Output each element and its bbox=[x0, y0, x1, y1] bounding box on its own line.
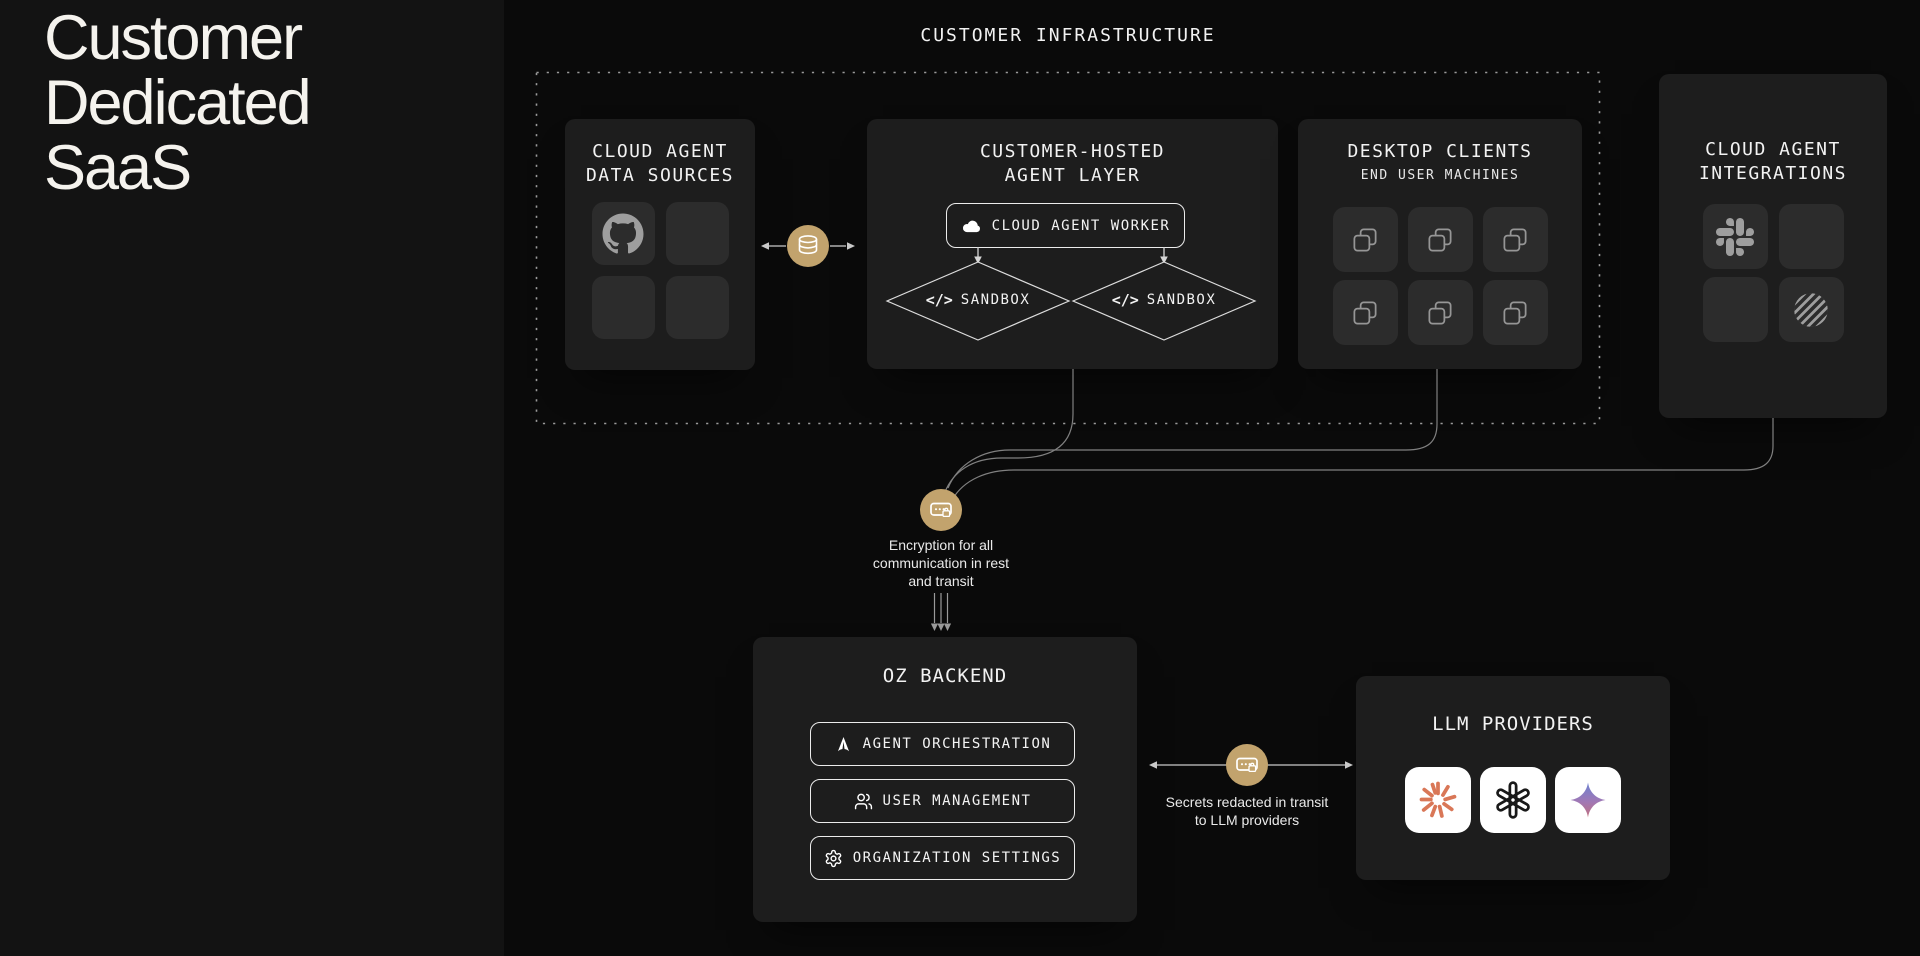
card-cloud-agent-data-sources: CLOUD AGENT DATA SOURCES bbox=[565, 119, 755, 370]
arrowhead-down bbox=[930, 623, 939, 631]
orchestration-delta-icon bbox=[837, 736, 849, 751]
window-icon bbox=[1428, 301, 1452, 324]
card-title-line: CLOUD AGENT bbox=[1705, 139, 1841, 160]
card-title: LLM PROVIDERS bbox=[1432, 713, 1594, 735]
card-oz-backend: OZ BACKEND AGENT ORCHESTRATION USER MANA… bbox=[753, 637, 1137, 922]
database-icon bbox=[798, 235, 818, 255]
annotation-line: communication in rest bbox=[872, 555, 1010, 571]
card-title: CLOUD AGENT DATA SOURCES bbox=[565, 140, 755, 188]
window-icon bbox=[1353, 301, 1377, 324]
user-management-pill: USER MANAGEMENT bbox=[810, 779, 1075, 823]
card-title: OZ BACKEND bbox=[882, 665, 1008, 687]
desktop-client-tile bbox=[1482, 280, 1548, 345]
openai-icon bbox=[1496, 781, 1530, 819]
encryption-node bbox=[920, 489, 962, 531]
card-title-line: INTEGRATIONS bbox=[1698, 163, 1848, 184]
encryption-annotation: Encryption for all communication in rest… bbox=[811, 536, 1071, 590]
agent-orchestration-pill: AGENT ORCHESTRATION bbox=[810, 722, 1075, 766]
user-management-label: USER MANAGEMENT bbox=[882, 793, 1032, 809]
integration-tile bbox=[1702, 204, 1768, 269]
card-title: CUSTOMER-HOSTED AGENT LAYER bbox=[867, 140, 1278, 188]
connector-encryption-oz-backend bbox=[933, 593, 949, 623]
integration-tiles bbox=[1659, 204, 1887, 342]
connector-infrastructure-encryption bbox=[944, 369, 1774, 501]
data-source-tile-empty bbox=[665, 276, 729, 339]
llm-provider-tiles bbox=[1356, 767, 1670, 833]
encryption-lock-icon bbox=[930, 502, 952, 518]
sandbox-node: </> SANDBOX bbox=[887, 291, 1069, 309]
card-llm-providers: LLM PROVIDERS bbox=[1356, 676, 1670, 880]
github-icon bbox=[602, 213, 644, 254]
llm-provider-tile bbox=[1405, 767, 1471, 833]
linear-icon bbox=[1794, 292, 1828, 327]
sandbox-label: SANDBOX bbox=[960, 292, 1031, 308]
sidebar: Customer Dedicated SaaS bbox=[0, 0, 504, 956]
window-icon bbox=[1428, 228, 1452, 251]
integration-tile-empty bbox=[1702, 277, 1768, 342]
card-title: CLOUD AGENT INTEGRATIONS bbox=[1659, 138, 1887, 186]
arrowhead-left bbox=[1149, 761, 1157, 769]
infrastructure-heading: CUSTOMER INFRASTRUCTURE bbox=[920, 25, 1216, 46]
annotation-line: to LLM providers bbox=[1194, 812, 1300, 828]
desktop-client-tile bbox=[1332, 280, 1398, 345]
data-source-tile bbox=[591, 202, 655, 265]
database-sync-node bbox=[787, 225, 829, 267]
data-source-tiles bbox=[565, 202, 755, 339]
card-title-line: DATA SOURCES bbox=[585, 165, 735, 186]
cloud-agent-worker-label: CLOUD AGENT WORKER bbox=[991, 217, 1171, 234]
page-title-line: SaaS bbox=[44, 133, 192, 203]
window-icon bbox=[1503, 228, 1527, 251]
desktop-client-tile bbox=[1332, 207, 1398, 272]
data-source-tile-empty bbox=[665, 202, 729, 265]
window-icon bbox=[1353, 228, 1377, 251]
users-icon bbox=[854, 793, 872, 809]
arrowhead-right bbox=[847, 242, 855, 250]
arrowhead-down bbox=[937, 623, 945, 631]
agent-orchestration-label: AGENT ORCHESTRATION bbox=[862, 736, 1052, 752]
llm-provider-tile bbox=[1555, 767, 1621, 833]
card-title-line: AGENT LAYER bbox=[1004, 165, 1141, 186]
annotation-line: and transit bbox=[908, 573, 974, 589]
card-desktop-clients: DESKTOP CLIENTS END USER MACHINES bbox=[1298, 119, 1582, 369]
llm-provider-tile bbox=[1480, 767, 1546, 833]
secrets-annotation: Secrets redacted in transit to LLM provi… bbox=[1117, 793, 1377, 829]
claude-icon bbox=[1419, 781, 1457, 818]
slack-icon bbox=[1716, 217, 1754, 256]
card-title-line: CUSTOMER-HOSTED bbox=[979, 141, 1166, 162]
cloud-agent-worker-pill: CLOUD AGENT WORKER bbox=[946, 203, 1185, 248]
code-icon: </> bbox=[1111, 291, 1139, 309]
arrowhead-left bbox=[761, 242, 769, 250]
encryption-lock-icon bbox=[1236, 757, 1258, 773]
integration-tile bbox=[1778, 277, 1844, 342]
card-subtitle: END USER MACHINES bbox=[1360, 168, 1520, 183]
secrets-node bbox=[1226, 744, 1268, 786]
organization-settings-pill: ORGANIZATION SETTINGS bbox=[810, 836, 1075, 880]
annotation-line: Secrets redacted in transit bbox=[1165, 794, 1329, 810]
data-source-tile-empty bbox=[591, 276, 655, 339]
desktop-client-tile bbox=[1407, 207, 1473, 272]
desktop-client-tiles bbox=[1298, 207, 1582, 345]
sandbox-node: </> SANDBOX bbox=[1073, 291, 1255, 309]
page-title-line: Customer bbox=[44, 3, 303, 73]
code-icon: </> bbox=[925, 291, 953, 309]
gemini-icon bbox=[1570, 782, 1606, 818]
card-title: DESKTOP CLIENTS bbox=[1347, 141, 1533, 162]
card-cloud-agent-integrations: CLOUD AGENT INTEGRATIONS bbox=[1659, 74, 1887, 418]
gear-icon bbox=[825, 849, 842, 867]
card-title-line: CLOUD AGENT bbox=[592, 141, 728, 162]
page-title: Customer Dedicated SaaS bbox=[44, 3, 312, 203]
desktop-client-tile bbox=[1482, 207, 1548, 272]
arrowhead-right bbox=[1345, 761, 1353, 769]
integration-tile-empty bbox=[1778, 204, 1844, 269]
page-title-line: Dedicated bbox=[44, 68, 312, 138]
annotation-line: Encryption for all bbox=[888, 537, 994, 553]
window-icon bbox=[1503, 301, 1527, 324]
desktop-client-tile bbox=[1407, 280, 1473, 345]
arrowhead-down bbox=[943, 623, 952, 631]
organization-settings-label: ORGANIZATION SETTINGS bbox=[852, 850, 1062, 866]
sandbox-label: SANDBOX bbox=[1146, 292, 1217, 308]
cloud-icon bbox=[962, 220, 980, 233]
card-customer-hosted-agent-layer: CUSTOMER-HOSTED AGENT LAYER CLOUD AGENT … bbox=[867, 119, 1278, 369]
